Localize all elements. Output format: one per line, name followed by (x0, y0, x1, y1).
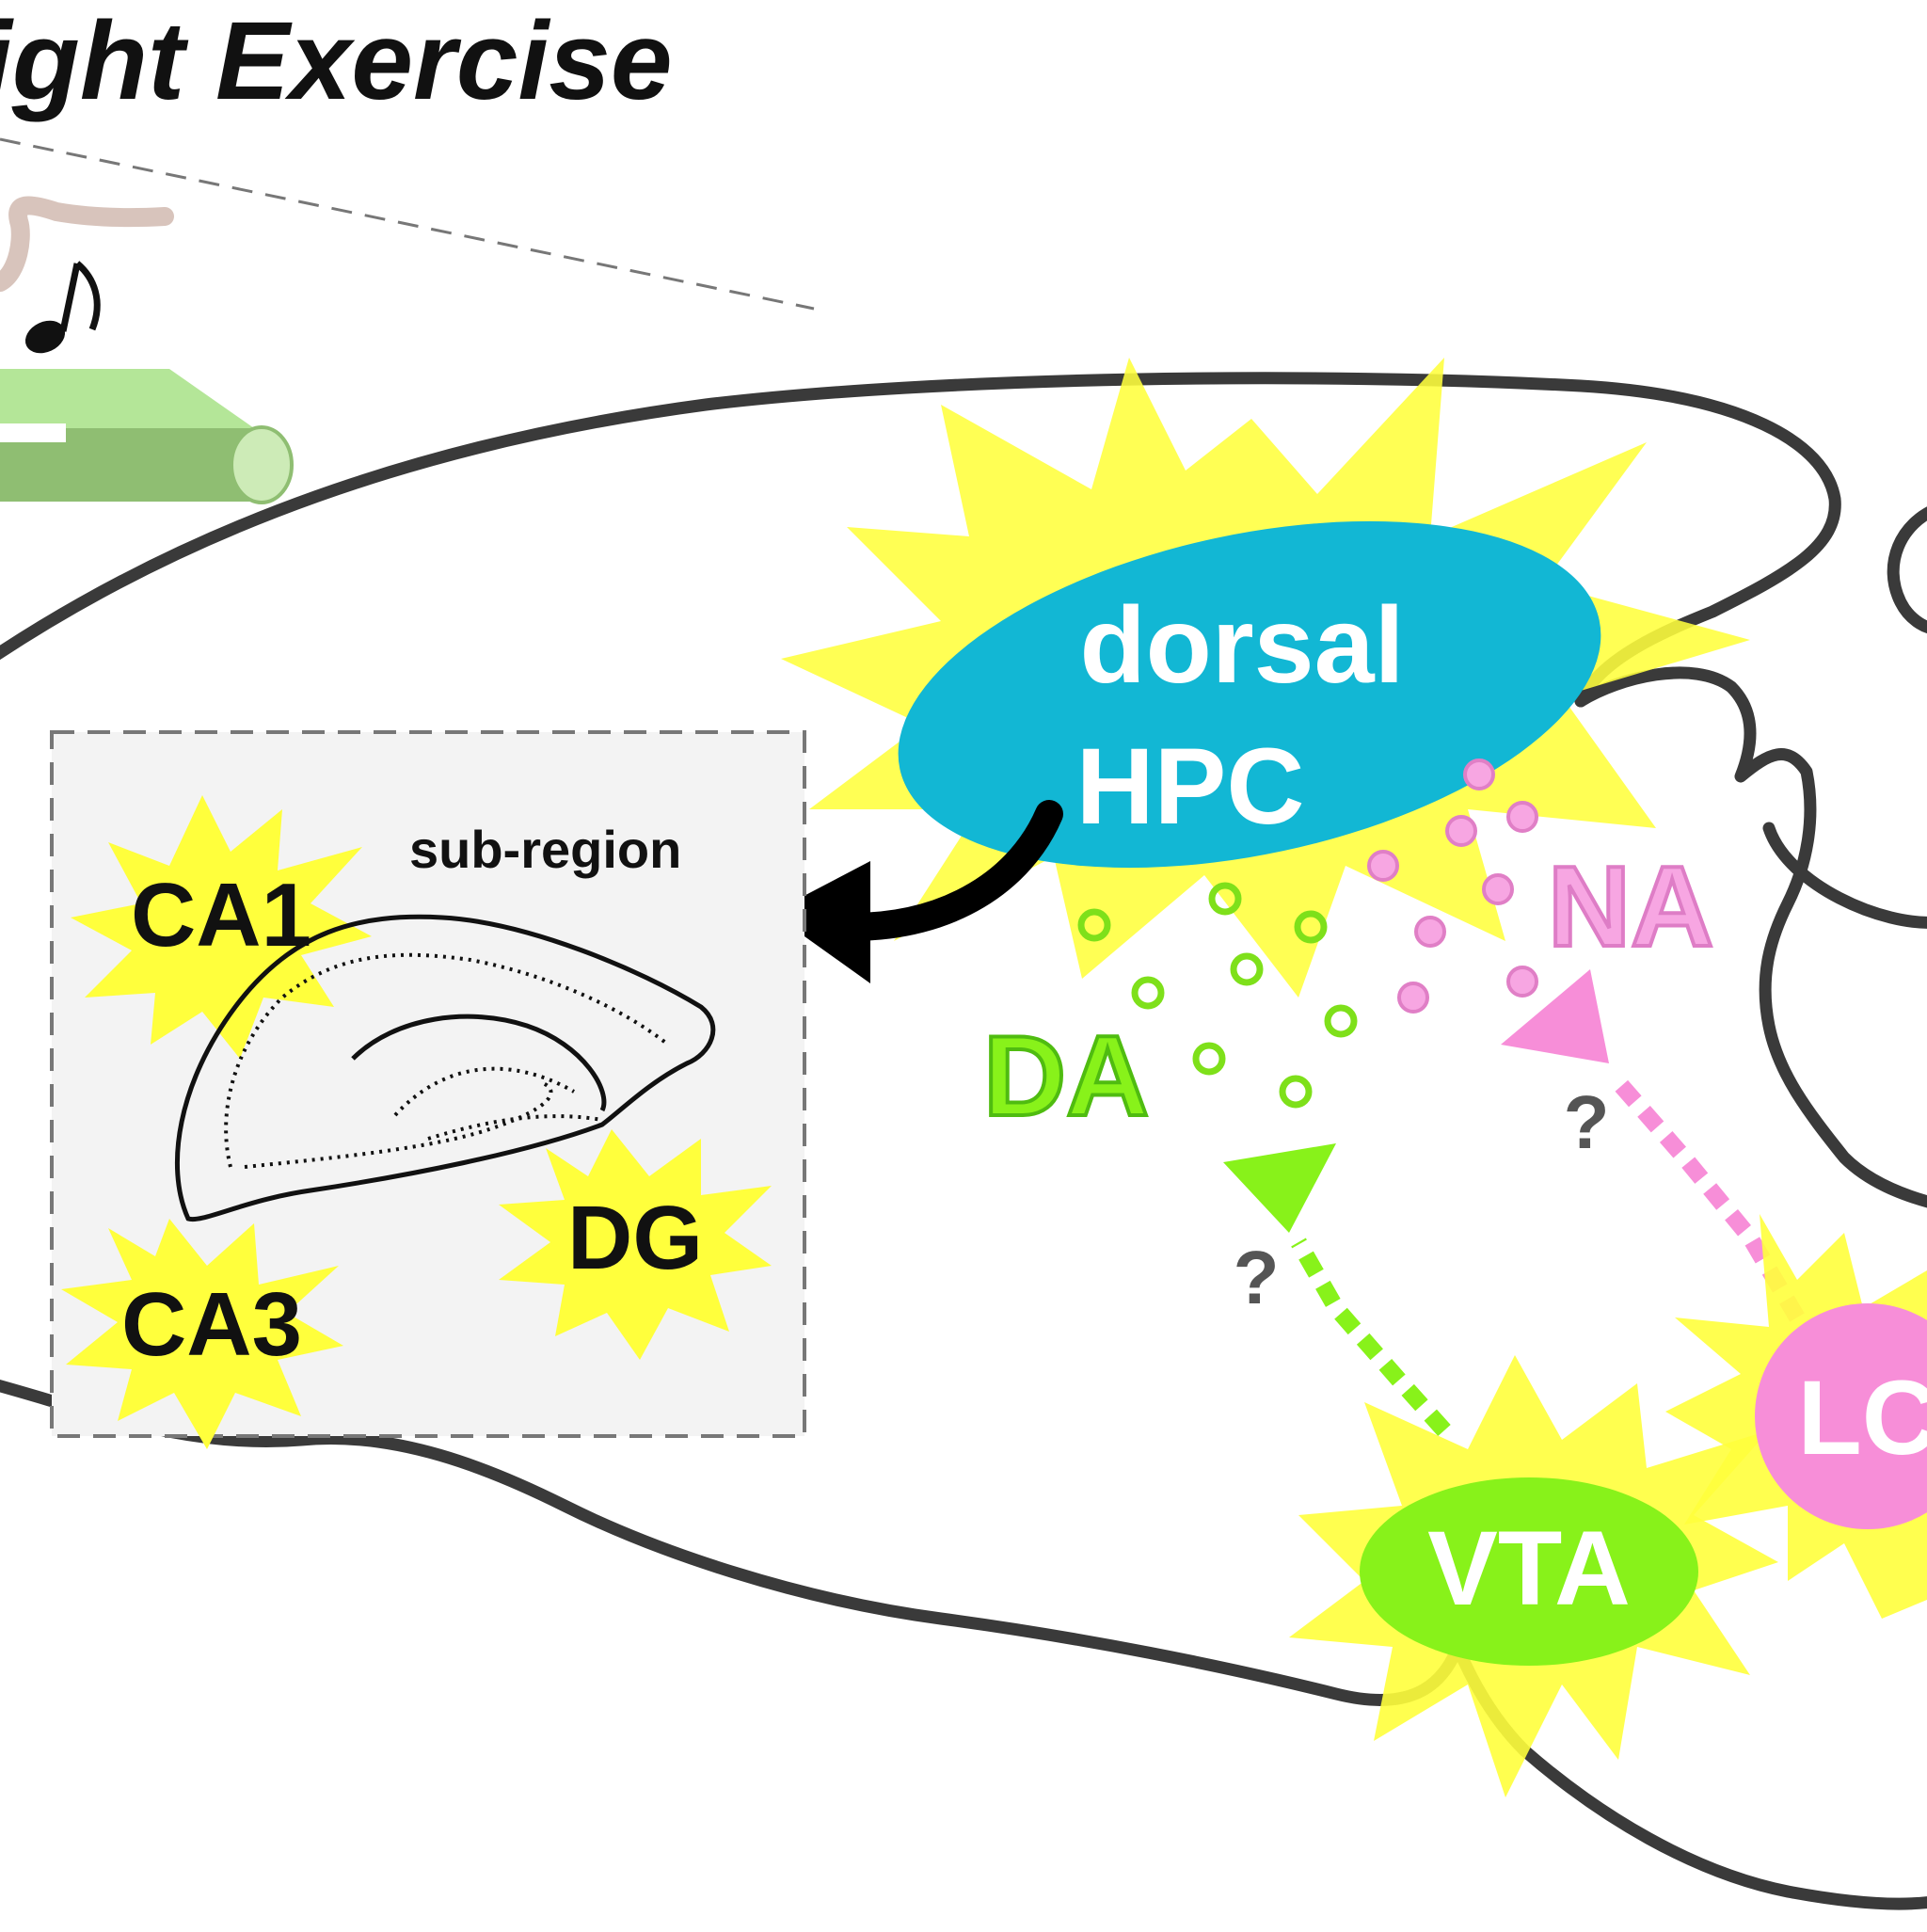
na-dots (1367, 758, 1538, 1014)
lc-label: LC (1797, 1359, 1927, 1477)
subregion-label: sub-region (409, 820, 681, 879)
brain-outline (0, 372, 1927, 1910)
dg-burst (499, 1129, 772, 1360)
music-note-icon (24, 261, 101, 354)
da-arrowhead (1223, 1143, 1336, 1233)
hippocampus-drawing (174, 914, 716, 1222)
ca1-label: CA1 (131, 865, 311, 966)
dashed-guide-line (0, 137, 815, 311)
da-label: DA (983, 1012, 1149, 1140)
ca3-label: CA3 (121, 1274, 302, 1375)
na-question-mark: ? (1564, 1080, 1610, 1164)
da-question-mark: ? (1234, 1236, 1280, 1319)
hpc-node (898, 520, 1601, 869)
da-dots (1077, 882, 1358, 1109)
dg-label: DG (567, 1188, 703, 1288)
treadmill-icon (0, 369, 294, 504)
lc-node (1755, 1303, 1927, 1529)
na-label: NA (1548, 842, 1713, 970)
title: ight Exercise (0, 0, 673, 123)
hpc-label-line1: dorsal (1079, 585, 1404, 706)
mouse-tail (0, 196, 174, 292)
na-arrowhead (1501, 969, 1609, 1063)
ca3-burst (61, 1219, 343, 1449)
ca1-burst (71, 795, 372, 1059)
hpc-label-line2: HPC (1076, 726, 1305, 847)
vta-label: VTA (1427, 1509, 1631, 1627)
curved-arrow-icon (772, 800, 1063, 983)
vta-node (1360, 1477, 1698, 1666)
